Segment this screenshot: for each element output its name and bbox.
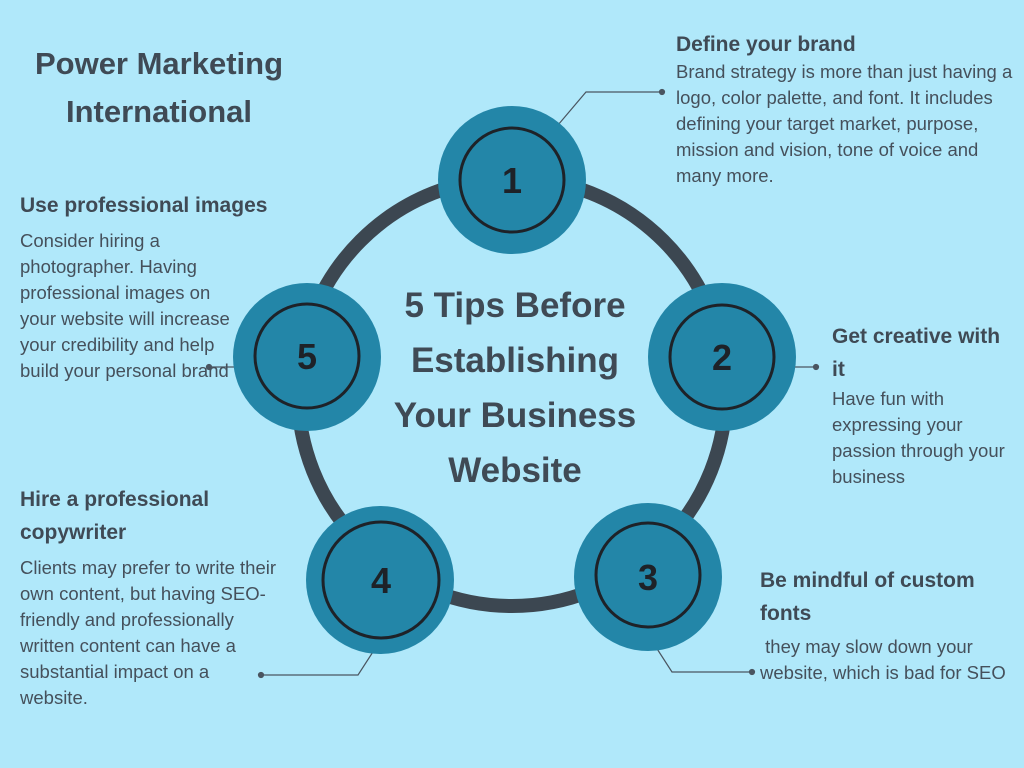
node-number: 1	[502, 160, 522, 201]
tip-title: Get creative with it	[832, 325, 1001, 381]
tip-body: they may slow down your website, which i…	[760, 636, 1006, 683]
node-3: 3	[574, 503, 722, 651]
center-title: 5 Tips Before Establishing Your Business…	[393, 286, 637, 490]
node-5: 5	[233, 283, 381, 431]
node-number: 3	[638, 557, 658, 598]
tip-body: Consider hiring a photographer. Having p…	[20, 230, 230, 381]
node-number: 4	[371, 560, 391, 601]
tip-4: Hire a professional copywriter Clients m…	[20, 483, 280, 711]
tip-title: Define your brand	[676, 33, 856, 56]
node-number: 2	[712, 337, 732, 378]
tip-title: Use professional images	[20, 194, 268, 217]
tip-body: Have fun with expressing your passion th…	[832, 388, 1005, 487]
tip-2: Get creative with it Have fun with expre…	[832, 320, 1012, 490]
node-2: 2	[648, 283, 796, 431]
connector-1	[557, 91, 662, 126]
tip-body: Clients may prefer to write their own co…	[20, 557, 277, 708]
tip-3: Be mindful of custom fonts they may slow…	[760, 564, 1010, 686]
tip-title: Hire a professional copywriter	[20, 488, 210, 544]
node-number: 5	[297, 336, 317, 377]
tip-body: Brand strategy is more than just having …	[676, 61, 1013, 186]
tip-5: Use professional images Consider hiring …	[20, 189, 300, 384]
node-4: 4	[306, 506, 454, 654]
tip-title: Be mindful of custom fonts	[760, 569, 975, 625]
company-name: Power Marketing International	[34, 46, 284, 129]
connector-3	[651, 640, 752, 673]
node-1: 1	[438, 106, 586, 254]
tip-1: Define your brand Brand strategy is more…	[676, 31, 1016, 189]
